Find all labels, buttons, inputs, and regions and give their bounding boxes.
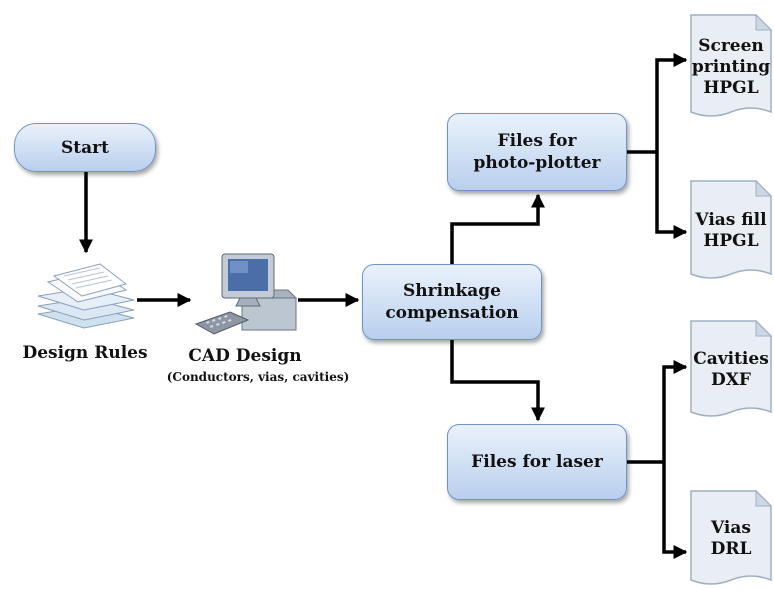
cavities-document: Cavities DXF — [690, 320, 772, 420]
cad-design-subtitle: (Conductors, vias, cavities) — [166, 370, 350, 384]
arrow-shrinkage-to-laser — [450, 340, 545, 422]
design-rules-label: Design Rules — [22, 343, 148, 363]
stacked-documents-icon — [30, 262, 140, 340]
vias-drl-document: Vias DRL — [690, 490, 772, 588]
document-icon — [690, 490, 772, 585]
shrinkage-label: Shrinkage compensation — [385, 281, 519, 323]
arrow-shrinkage-to-photoplotter — [450, 193, 545, 264]
cavities-label: Cavities DXF — [693, 349, 769, 390]
arrow-to-vias-fill — [655, 152, 688, 239]
start-node: Start — [14, 123, 156, 172]
laser-node: Files for laser — [447, 424, 627, 500]
arrow-to-screen-printing — [655, 53, 688, 152]
document-icon — [690, 180, 772, 279]
laser-label: Files for laser — [471, 452, 603, 472]
shrinkage-compensation-node: Shrinkage compensation — [362, 264, 542, 340]
arrow-to-cavities — [662, 360, 688, 462]
start-label: Start — [61, 137, 109, 158]
screen-printing-label: Screen printing HPGL — [691, 35, 771, 98]
vias-fill-document: Vias fill HPGL — [690, 180, 772, 282]
arrow-to-vias-drl — [662, 462, 688, 559]
computer-icon — [190, 250, 300, 342]
photo-plotter-label: Files for photo-plotter — [473, 131, 601, 173]
document-icon — [690, 14, 772, 117]
screen-printing-document: Screen printing HPGL — [690, 14, 772, 120]
vias-fill-label: Vias fill HPGL — [695, 210, 767, 251]
document-icon — [690, 320, 772, 417]
photo-plotter-node: Files for photo-plotter — [447, 113, 627, 191]
cad-design-label: CAD Design — [188, 346, 302, 366]
vias-drl-label: Vias DRL — [710, 518, 752, 559]
